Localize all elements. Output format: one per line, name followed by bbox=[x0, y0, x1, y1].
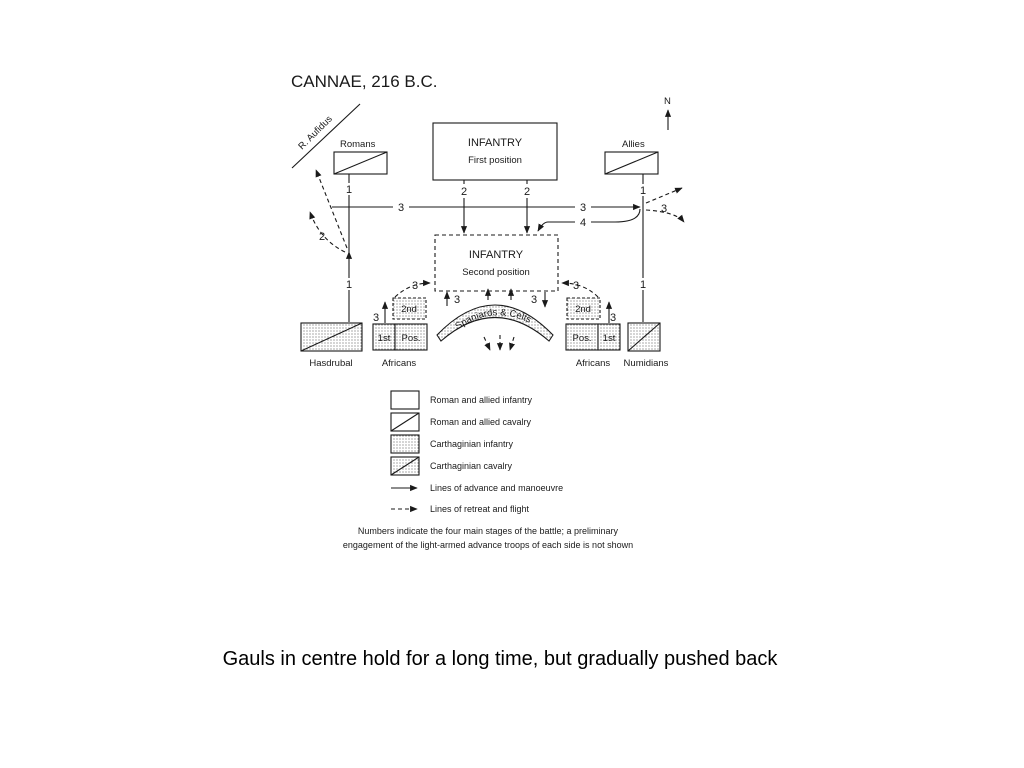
river-line bbox=[291, 103, 361, 169]
infantry-first-label: INFANTRY bbox=[468, 137, 523, 149]
legend-label: Carthaginian cavalry bbox=[430, 461, 513, 471]
retreat-arrow bbox=[309, 211, 346, 253]
right-africans-1st-box bbox=[597, 323, 621, 351]
legend-label: Carthaginian infantry bbox=[430, 439, 514, 449]
africans-right-label: Africans bbox=[576, 358, 611, 369]
legend-label: Roman and allied infantry bbox=[430, 395, 533, 405]
stage-number: 3 bbox=[454, 294, 460, 306]
spaniards-celts-label: Spaniards & Celts bbox=[453, 307, 533, 332]
retreat-arrow bbox=[483, 336, 491, 351]
left-1st-label: 1st bbox=[378, 333, 391, 344]
allies-label: Allies bbox=[622, 139, 645, 150]
legend-label: Lines of advance and manoeuvre bbox=[430, 483, 563, 493]
legend-symbol-infantry bbox=[390, 390, 420, 410]
left-africans-2nd-box bbox=[392, 297, 427, 320]
infantry-second-label: INFANTRY bbox=[469, 249, 524, 261]
stage-number: 1 bbox=[346, 279, 352, 291]
wheel-arrow bbox=[394, 279, 431, 298]
stage-number: 2 bbox=[524, 186, 530, 198]
retreat-arrow bbox=[645, 187, 683, 204]
north-label: N bbox=[664, 96, 671, 107]
romans-cavalry-diagonal bbox=[333, 151, 388, 175]
stage-number: 4 bbox=[580, 217, 586, 229]
stage-number: 2 bbox=[319, 231, 325, 243]
stage-number: 1 bbox=[346, 184, 352, 196]
legend: Roman and allied infantry Roman and alli… bbox=[390, 390, 563, 514]
africans-left-label: Africans bbox=[382, 358, 417, 369]
romans-label: Romans bbox=[340, 139, 376, 150]
stage-number: 3 bbox=[373, 312, 379, 324]
slide-caption: Gauls in centre hold for a long time, bu… bbox=[222, 648, 778, 670]
legend-label: Lines of retreat and flight bbox=[430, 504, 530, 514]
right-africans-2nd-box bbox=[566, 297, 601, 320]
stage-number: 2 bbox=[461, 186, 467, 198]
left-africans-pos-box bbox=[394, 323, 428, 351]
hasdrubal-label: Hasdrubal bbox=[309, 358, 352, 369]
stage-number: 3 bbox=[398, 202, 404, 214]
right-africans-pos-box bbox=[565, 323, 599, 351]
right-1st-label: 1st bbox=[603, 333, 616, 344]
stage-number: 3 bbox=[661, 203, 667, 215]
diagram-title: CANNAE, 216 B.C. bbox=[291, 72, 437, 91]
stage-number: 3 bbox=[531, 294, 537, 306]
left-pos-label: Pos. bbox=[401, 333, 420, 344]
infantry-second-position-box bbox=[434, 234, 559, 292]
retreat-arrow bbox=[645, 209, 685, 223]
legend-symbol-carthaginian-infantry bbox=[390, 434, 420, 454]
infantry-first-sublabel: First position bbox=[468, 155, 522, 166]
legend-note: Numbers indicate the four main stages of… bbox=[358, 526, 619, 536]
infantry-second-sublabel: Second position bbox=[462, 267, 530, 278]
stage-number: 1 bbox=[640, 185, 646, 197]
retreat-arrow bbox=[509, 336, 515, 351]
stage-number: 3 bbox=[580, 202, 586, 214]
numidians-label: Numidians bbox=[624, 358, 669, 369]
stage-number: 3 bbox=[573, 280, 579, 292]
legend-label: Roman and allied cavalry bbox=[430, 417, 532, 427]
spaniards-celts-crescent bbox=[436, 304, 554, 342]
right-pos-label: Pos. bbox=[572, 333, 591, 344]
wheel-arrow bbox=[561, 279, 599, 298]
left-2nd-label: 2nd bbox=[401, 304, 417, 315]
infantry-first-position-box bbox=[432, 122, 558, 181]
right-2nd-label: 2nd bbox=[575, 304, 591, 315]
cannae-battle-diagram: CANNAE, 216 B.C. R. Aufidus N Romans All… bbox=[291, 72, 685, 550]
stage-number: 3 bbox=[610, 312, 616, 324]
legend-note: engagement of the light-armed advance tr… bbox=[343, 540, 633, 550]
stage-number: 1 bbox=[640, 279, 646, 291]
stage-number: 3 bbox=[412, 280, 418, 292]
allies-cavalry-diagonal bbox=[604, 151, 659, 175]
